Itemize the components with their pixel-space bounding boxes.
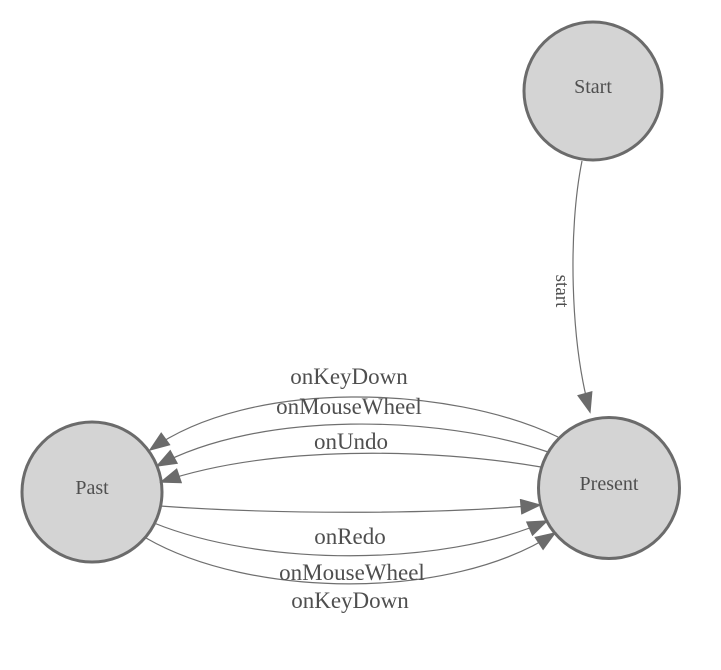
edge-label-past-to-present-onredo: onRedo	[314, 524, 386, 549]
state-node-present	[537, 416, 681, 560]
edge-label-present-to-past-onundo: onUndo	[314, 429, 388, 454]
edge-label-present-to-past-onkeydown: onKeyDown	[290, 364, 408, 389]
edge-label-past-to-present-onmousewheel: onMouseWheel	[279, 560, 425, 585]
edge-path-present-to-past-onkeydown	[148, 396, 559, 452]
edge-label-present-to-past-onmousewheel: onMouseWheel	[276, 394, 422, 419]
edge-path-past-to-present-onkeydown	[145, 532, 557, 585]
state-label-present: Present	[580, 473, 639, 495]
edge-path-present-to-past-onmousewheel	[155, 423, 549, 467]
edge-label-past-to-present-onkeydown: onKeyDown	[291, 588, 409, 613]
edge-path-start-to-present	[572, 160, 593, 414]
edge-label-start-to-present: start	[551, 275, 572, 308]
edge-path-present-to-past-onundo	[159, 452, 542, 484]
edge-path-past-to-present-onredo	[159, 498, 542, 515]
state-label-past: Past	[75, 477, 109, 499]
state-node-start	[522, 20, 664, 162]
state-label-start: Start	[574, 76, 612, 98]
edge-path-past-to-present-onmousewheel	[153, 520, 549, 557]
state-node-past	[20, 420, 164, 564]
